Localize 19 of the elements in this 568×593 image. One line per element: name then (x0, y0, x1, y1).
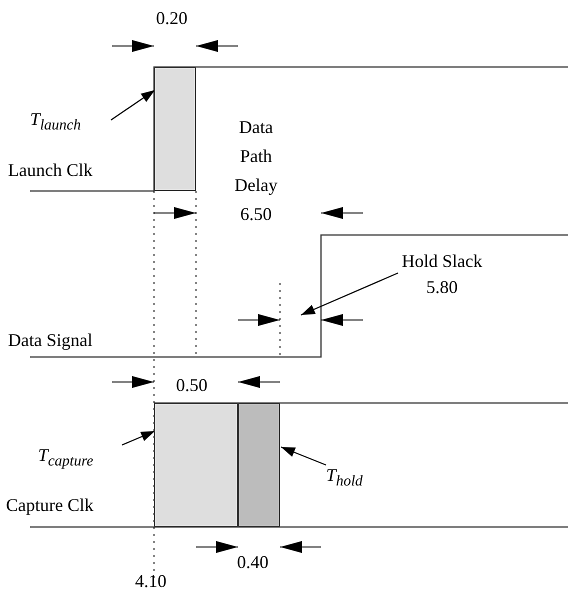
leader-line (110, 90, 156, 120)
timing-label: T$_{hold}$ (326, 462, 363, 495)
annotation-text: Data Signal (8, 329, 92, 352)
dimension-value: 0.40 (237, 551, 268, 574)
annotation-text: Capture Clk (6, 494, 94, 517)
leader-line (280, 446, 326, 466)
annotation-text: Hold Slack 5.80 (392, 248, 492, 300)
dimension-value: 0.20 (156, 7, 188, 30)
annotation-text: Launch Clk (8, 159, 92, 182)
dimension-value: 4.10 (135, 570, 166, 593)
shaded-interval (154, 67, 196, 191)
shaded-interval (238, 403, 280, 527)
leader-line (300, 272, 398, 316)
shaded-interval (154, 403, 238, 527)
annotation-text: Data Path Delay 6.50 (234, 116, 278, 226)
timing-label: T$_{capture}$ (38, 442, 94, 475)
leader-line (122, 430, 156, 446)
dimension-value: 0.50 (176, 374, 208, 397)
timing-label: T$_{launch}$ (30, 106, 81, 139)
